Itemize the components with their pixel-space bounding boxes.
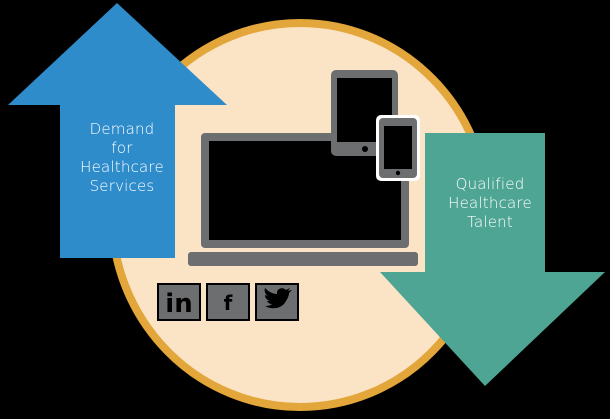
talent-label-line: Healthcare — [448, 194, 532, 212]
down-arrow-icon — [380, 133, 605, 386]
laptop-icon — [188, 133, 418, 266]
linkedin-icon: in — [157, 283, 201, 321]
demand-label-line: for — [111, 139, 133, 157]
demand-label-line: Healthcare — [80, 158, 164, 176]
twitter-bird-icon — [255, 283, 299, 321]
twitter-bird-shape — [264, 288, 292, 309]
phone-icon — [376, 115, 420, 181]
linkedin-text: in — [165, 289, 192, 319]
demand-label-line: Services — [89, 177, 155, 195]
talent-label-line: Qualified — [455, 175, 525, 193]
facebook-icon: f — [206, 283, 250, 321]
demand-label-line: Demand — [89, 120, 155, 138]
facebook-text: f — [224, 291, 233, 315]
demand-label: Demand for Healthcare Services — [62, 120, 182, 196]
talent-label: Qualified Healthcare Talent — [430, 175, 550, 232]
up-arrow-icon — [8, 3, 227, 258]
talent-label-line: Talent — [467, 213, 513, 231]
